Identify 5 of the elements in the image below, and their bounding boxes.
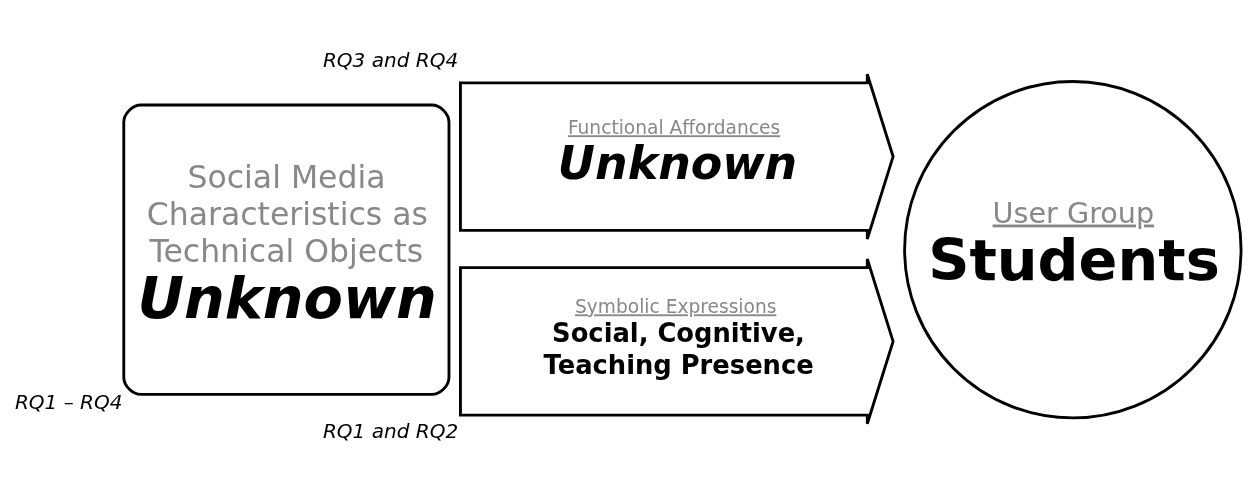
node-circle: User Group Students (903, 80, 1243, 420)
node-box: Social Media Characteristics as Technical Objects Unknown (122, 103, 451, 396)
node-label: RQ1 and RQ2 (322, 419, 459, 444)
node-label: RQ1 – RQ4 (14, 390, 123, 415)
node-label: RQ3 and RQ4 (322, 48, 459, 73)
